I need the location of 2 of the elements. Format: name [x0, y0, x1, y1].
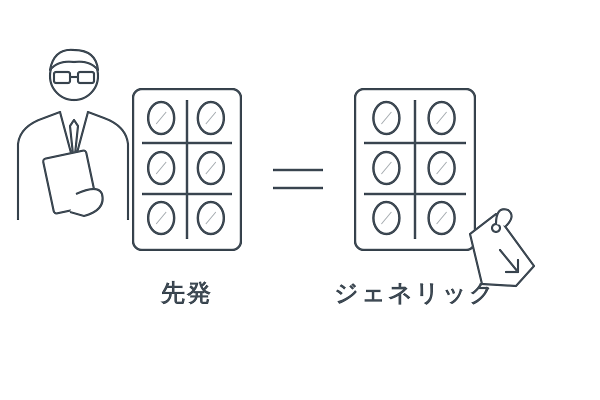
caption-text: 先発 — [161, 278, 213, 309]
caption-text: ジェネリック — [334, 278, 496, 309]
